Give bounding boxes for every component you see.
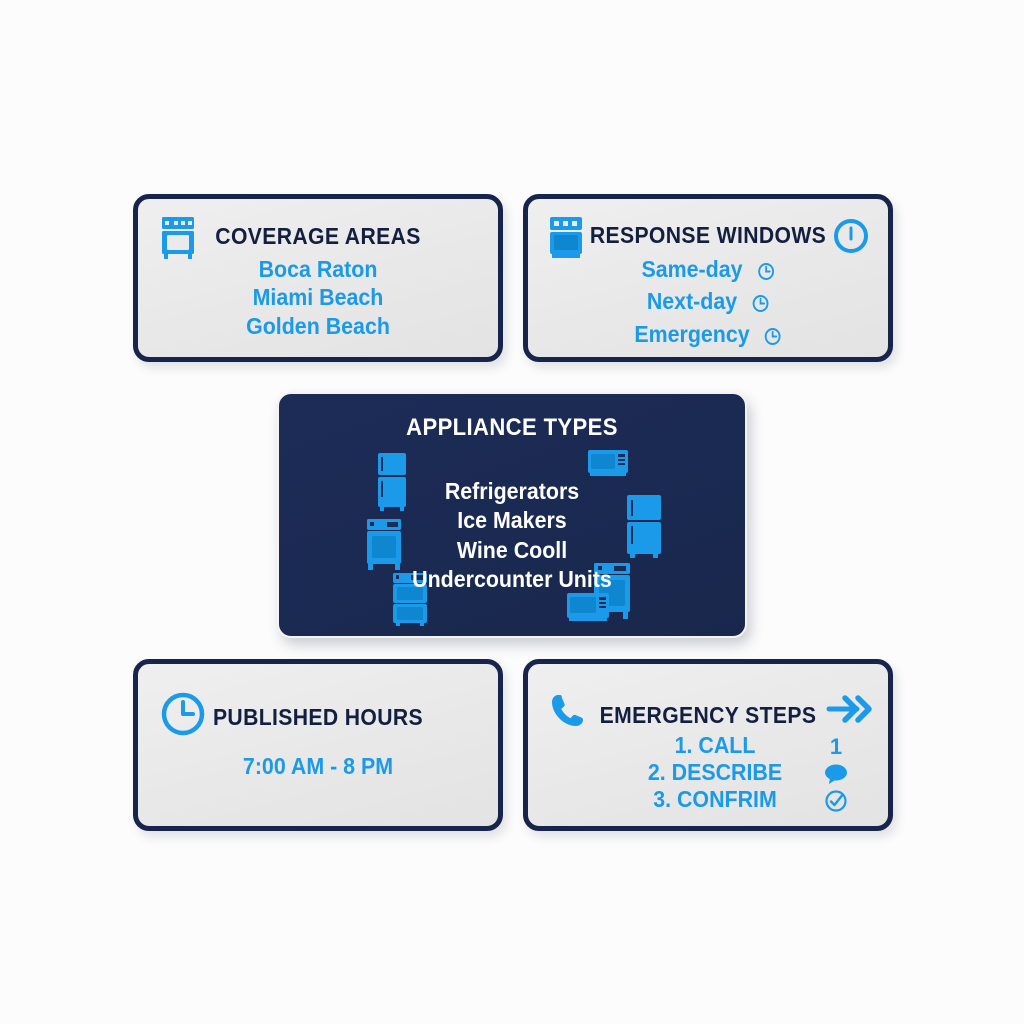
appliance-type-list: Refrigerators Ice Makers Wine Cooll Unde… bbox=[295, 479, 728, 597]
list-item[interactable]: 1. CALL bbox=[674, 732, 756, 758]
emergency-step-list: 1. CALL 2. DESCRIBE 3. CONFRIM bbox=[600, 732, 830, 813]
range-oven-icon bbox=[365, 518, 403, 576]
response-window-list: Same-day Next-day Emerge bbox=[541, 257, 876, 354]
list-item[interactable]: Boca Raton bbox=[258, 256, 378, 282]
card-published-hours[interactable]: PUBLISHED HOURS 7:00 AM - 8 PM bbox=[133, 659, 503, 831]
double-arrow-right-icon bbox=[826, 692, 872, 731]
card-title: PUBLISHED HOURS bbox=[212, 704, 424, 730]
number-one: 1 bbox=[829, 734, 843, 759]
microwave-icon bbox=[566, 592, 610, 627]
card-title: COVERAGE AREAS bbox=[215, 223, 421, 249]
refrigerator-icon bbox=[626, 494, 662, 564]
hours-text: 7:00 AM - 8 PM bbox=[242, 753, 394, 779]
coverage-area-list: Boca Raton Miami Beach Golden Beach bbox=[151, 257, 486, 342]
card-title: EMERGENCY STEPS bbox=[599, 702, 817, 728]
speech-bubble-icon bbox=[818, 760, 854, 787]
list-item[interactable]: 3. CONFRIM bbox=[653, 785, 777, 812]
list-item[interactable]: Emergency bbox=[541, 322, 876, 350]
list-item[interactable]: Golden Beach bbox=[246, 312, 390, 339]
clock-icon bbox=[160, 691, 206, 742]
list-item[interactable]: 2. DESCRIBE bbox=[647, 758, 783, 785]
card-emergency-steps[interactable]: EMERGENCY STEPS 1. CALL 2. DESCRIBE 3. C… bbox=[523, 659, 893, 831]
clock-icon bbox=[764, 326, 782, 350]
card-response-windows[interactable]: RESPONSE WINDOWS Same-day Next-day bbox=[523, 194, 893, 362]
refrigerator-icon bbox=[377, 452, 407, 517]
list-item[interactable]: Miami Beach bbox=[252, 284, 384, 311]
list-item[interactable]: Ice Makers bbox=[457, 507, 567, 534]
list-item[interactable]: Wine Cooll bbox=[456, 536, 568, 563]
phone-icon bbox=[546, 690, 590, 739]
list-item[interactable]: Same-day bbox=[541, 257, 876, 285]
check-circle-icon bbox=[818, 787, 854, 814]
oven-range-icon bbox=[160, 216, 196, 265]
list-item[interactable]: Undercounter Units bbox=[412, 566, 612, 593]
list-item[interactable]: Refrigerators bbox=[444, 478, 580, 504]
card-title: RESPONSE WINDOWS bbox=[589, 222, 827, 248]
clock-icon bbox=[751, 293, 769, 317]
clock-icon bbox=[757, 261, 775, 285]
card-title: APPLIANCE TYPES bbox=[406, 414, 618, 441]
microwave-icon bbox=[587, 449, 629, 482]
list-item-label: Emergency bbox=[634, 320, 750, 347]
oven-range-icon bbox=[548, 216, 584, 265]
clock-badge-icon bbox=[832, 217, 870, 260]
list-item[interactable]: Next-day bbox=[541, 289, 876, 317]
published-hours-value: 7:00 AM - 8 PM bbox=[151, 753, 486, 779]
double-oven-icon bbox=[391, 572, 429, 631]
card-appliance-types[interactable]: APPLIANCE TYPES bbox=[277, 392, 747, 638]
emergency-step-markers: 1 bbox=[818, 733, 854, 814]
list-item-label: Same-day bbox=[641, 256, 743, 282]
list-item-label: Next-day bbox=[646, 288, 738, 315]
card-coverage-areas[interactable]: COVERAGE AREAS Boca Raton Miami Beach Go… bbox=[133, 194, 503, 362]
